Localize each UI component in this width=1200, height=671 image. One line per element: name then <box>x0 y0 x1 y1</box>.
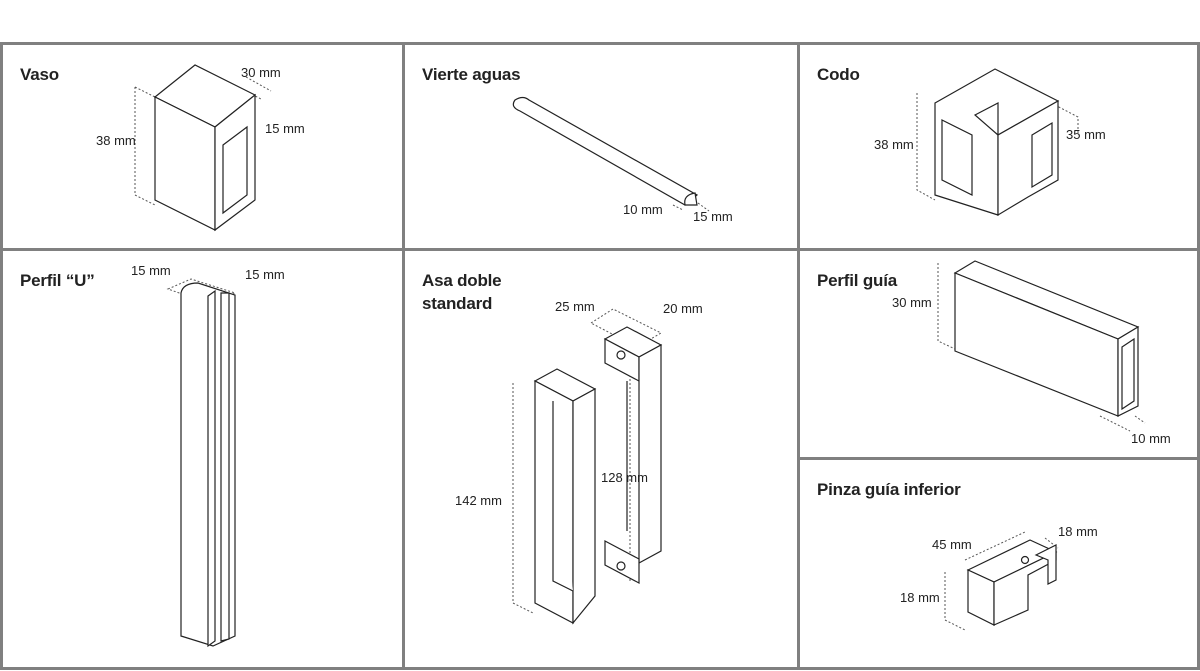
panel-title: Vaso <box>20 65 59 84</box>
dim-depth: 10 mm <box>1131 431 1171 446</box>
panel-title: Asa doble standard <box>422 269 502 315</box>
dim-width: 15 mm <box>131 263 171 278</box>
dim-depth: 20 mm <box>663 301 703 316</box>
panel-vierte-aguas: Vierte aguas 10 mm 15 mm <box>402 42 800 251</box>
dim-depth: 18 mm <box>1058 524 1098 539</box>
panel-vaso: Vaso 30 mm 15 mm 38 mm <box>0 42 405 251</box>
title-line-2: standard <box>422 294 493 313</box>
dim-depth: 15 mm <box>265 121 305 136</box>
vaso-drawing <box>134 64 272 232</box>
asa-doble-drawing <box>512 308 663 625</box>
pinza-drawing <box>944 531 1059 631</box>
panel-perfil-guia: Perfil guía 30 mm 10 mm <box>797 248 1200 460</box>
vierte-aguas-drawing <box>512 96 710 212</box>
dim-height: 30 mm <box>892 295 932 310</box>
title-line-1: Asa doble <box>422 271 502 290</box>
dim-height: 18 mm <box>900 590 940 605</box>
dim-center-distance: 128 mm <box>601 470 648 485</box>
panel-perfil-u: Perfil “U” 15 mm 15 mm <box>0 248 405 670</box>
dim-length: 45 mm <box>932 537 972 552</box>
dim-width: 15 mm <box>693 209 733 224</box>
dim-width: 30 mm <box>241 65 281 80</box>
panel-pinza-guia-inferior: Pinza guía inferior 45 mm 18 mm 18 mm <box>797 457 1200 670</box>
panel-title: Vierte aguas <box>422 65 521 84</box>
panel-title: Perfil “U” <box>20 271 95 290</box>
perfil-u-drawing <box>166 278 237 648</box>
panel-title: Codo <box>817 65 860 84</box>
dim-total-length: 142 mm <box>455 493 502 508</box>
panel-title: Perfil guía <box>817 271 897 290</box>
perfil-guia-drawing <box>937 260 1146 432</box>
dim-height: 38 mm <box>874 137 914 152</box>
panel-codo: Codo 38 mm 35 mm <box>797 42 1200 251</box>
dim-height: 38 mm <box>96 133 136 148</box>
codo-drawing <box>916 68 1079 217</box>
dim-width: 25 mm <box>555 299 595 314</box>
panel-asa-doble: Asa doble standard 25 mm 20 mm 142 mm 128… <box>402 248 800 670</box>
panel-title: Pinza guía inferior <box>817 480 961 499</box>
dim-depth: 35 mm <box>1066 127 1106 142</box>
dim-height: 10 mm <box>623 202 663 217</box>
dim-depth: 15 mm <box>245 267 285 282</box>
